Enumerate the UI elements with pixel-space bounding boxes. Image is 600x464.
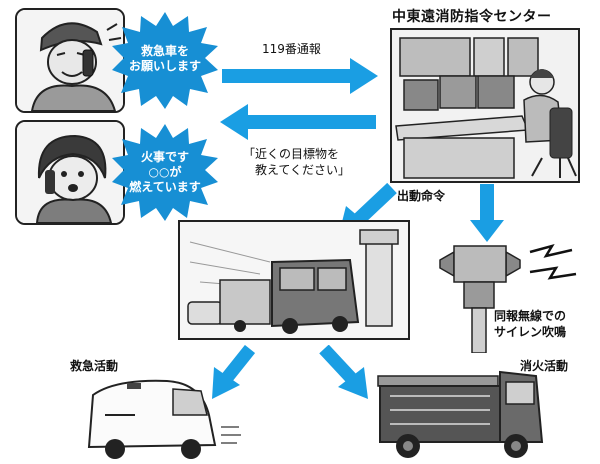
report-label: 119番通報 [262,42,321,56]
dispatch-label: 出動命令 [397,189,446,203]
ambulance-illustration [87,379,241,459]
firefight-label: 消火活動 [520,359,569,373]
center-panel [390,28,580,183]
caller1-illustration [17,10,123,111]
ambulance-arrow [212,345,256,399]
fire-engine-illustration [377,370,544,458]
siren-illustration [439,243,577,353]
caller2-panel [15,120,125,225]
siren-arrow [470,184,504,242]
report-arrow-right [222,58,378,94]
caller2-bubble-text: 火事です ○○が 燃えています [129,150,201,194]
control-room-illustration [392,30,578,181]
center-title: 中東遠消防指令センター [392,9,552,25]
reply-arrow-left [220,104,376,140]
caller2-speech-burst: 火事です ○○が 燃えています [110,122,220,222]
caller1-panel [15,8,125,113]
station-panel [178,220,410,340]
siren-label: 同報無線での サイレン吹鳴 [494,309,567,339]
caller1-bubble-text: 救急車を お願いします [128,44,201,73]
firefight-arrow [319,345,368,399]
reply-label: 「近くの目標物を 教えてください」 [243,147,351,177]
call-arrows [220,58,378,140]
outcome-arrows [212,345,368,399]
fire-station-illustration [180,222,408,338]
caller2-illustration [17,122,123,223]
sound-wave-icon [529,243,577,280]
ambulance-label: 救急活動 [70,359,119,373]
caller1-speech-burst: 救急車を お願いします [110,10,220,110]
